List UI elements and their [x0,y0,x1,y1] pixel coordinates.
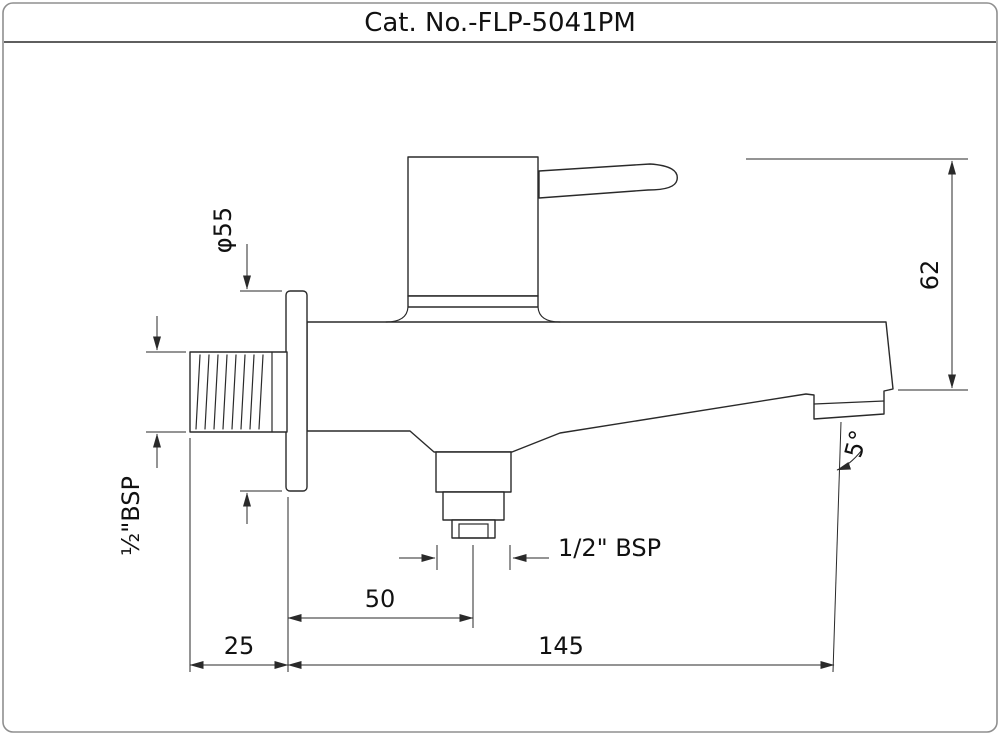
aerator-detail-line [813,400,885,405]
thread-line [240,354,246,430]
dimension-label: φ55 [209,207,237,253]
thread-line [195,354,201,430]
dimension-label: 25 [224,632,255,660]
dimension-flange-diameter: φ55 [209,207,282,524]
dimension-inlet-thread: ½"BSP [117,316,186,556]
body-spout-arm [306,321,894,453]
thread-line [249,354,255,430]
dimension-overall-height: 62 [746,158,968,391]
faucet-outline [189,156,894,539]
handle-base-ring [407,295,539,308]
thread-line [231,354,237,430]
drawing-title: Cat. No.-FLP-5041PM [364,8,636,38]
thread-line [204,354,210,430]
dimension-label: 50 [365,585,396,613]
handle-cylinder [407,156,539,297]
outlet-stub-inner [458,523,489,539]
outlet-collar [442,491,505,521]
dimension-wall-to-outlet: 50 [287,497,474,672]
thread-line [222,354,228,430]
extension-line [832,421,842,673]
wall-flange [285,290,308,492]
dimension-bottom-outlet-thread: 1/2" BSP [399,534,661,570]
dimension-label: 145 [538,632,584,660]
handle-lever [538,163,678,199]
dimension-label: ½"BSP [117,476,145,556]
neck-fillet-right [537,306,561,323]
dimension-inlet-length: 25 [189,438,289,672]
thread-line [258,354,264,430]
neck-fillet-left [385,306,409,323]
inlet-thread-lines [195,351,273,433]
dimension-label: 1/2" BSP [558,534,661,562]
dimension-label: 62 [916,260,944,291]
dimension-outlet-angle: 5° [836,427,873,471]
inlet-shank [189,351,288,433]
outlet-nut [435,451,512,493]
thread-line [213,354,219,430]
angle-arc [836,449,863,471]
dimension-label: 5° [839,427,873,461]
